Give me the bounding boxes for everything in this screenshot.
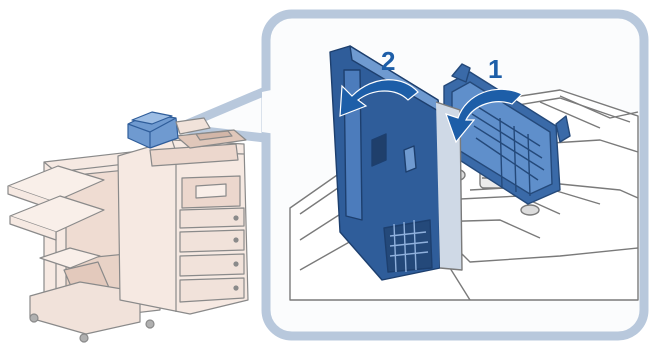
step-number-2: 2 xyxy=(381,48,395,74)
copier-machine-icon xyxy=(8,112,248,342)
step-number-1: 1 xyxy=(488,56,502,82)
